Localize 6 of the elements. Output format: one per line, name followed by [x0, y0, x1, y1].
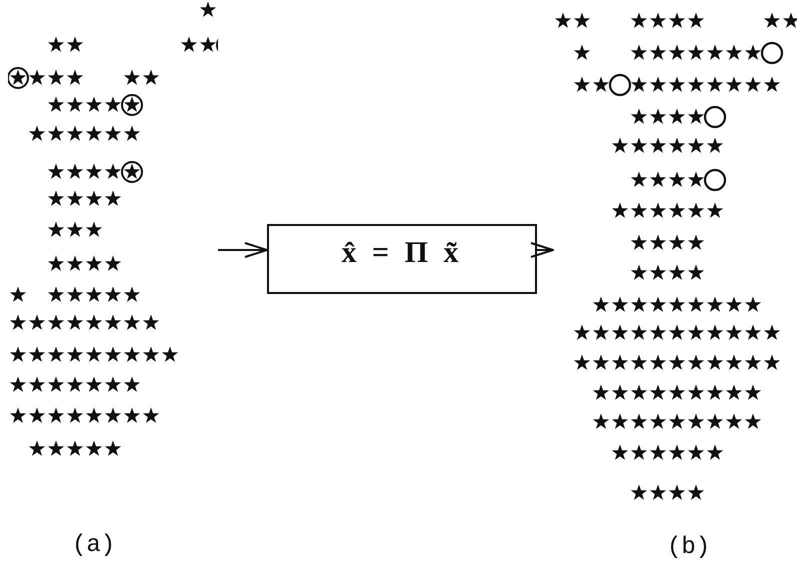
process-box [267, 224, 537, 294]
formula-text: x̂ = Π x̃ [340, 236, 464, 270]
panel-label: (b) [667, 534, 710, 561]
arrow [530, 242, 554, 258]
panel-label: (a) [72, 532, 116, 559]
arrow [218, 242, 268, 258]
